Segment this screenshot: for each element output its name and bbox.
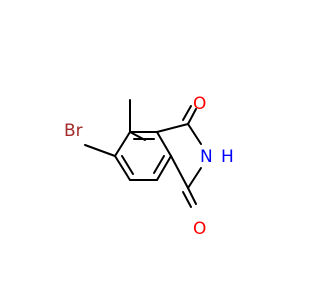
bond-ring-c5-c6 xyxy=(114,155,131,181)
bond-c3-o-bottom-1 xyxy=(187,187,197,205)
bond-c1-n xyxy=(187,123,202,145)
bond-c-br xyxy=(84,144,116,157)
bond-c3-o-bottom-2 xyxy=(182,191,192,208)
molecule-structure-diagram: Br O N H O xyxy=(64,94,234,239)
bond-c1-o-top-2 xyxy=(182,105,192,121)
bond-ring-c4-c5 xyxy=(114,131,131,157)
oxygen-bottom-atom-label: O xyxy=(193,219,206,239)
bond-ring-c7a-c3a xyxy=(156,131,172,157)
nitrogen-atom-label: N xyxy=(200,147,213,167)
bond-ring-c7-c7a xyxy=(156,155,172,181)
bond-c1-o-top-1 xyxy=(187,108,197,125)
bond-aromatic-inner-2 xyxy=(121,155,134,175)
bond-c3a-c1 xyxy=(156,123,189,133)
oxygen-top-atom-label: O xyxy=(193,94,206,114)
bromine-atom-label: Br xyxy=(64,121,83,141)
hydrogen-atom-label: H xyxy=(221,147,234,167)
bond-c3-c7a xyxy=(170,155,189,189)
bond-aromatic-inner-3 xyxy=(153,155,165,174)
bond-group xyxy=(84,99,202,208)
bond-n-c3 xyxy=(187,167,202,189)
